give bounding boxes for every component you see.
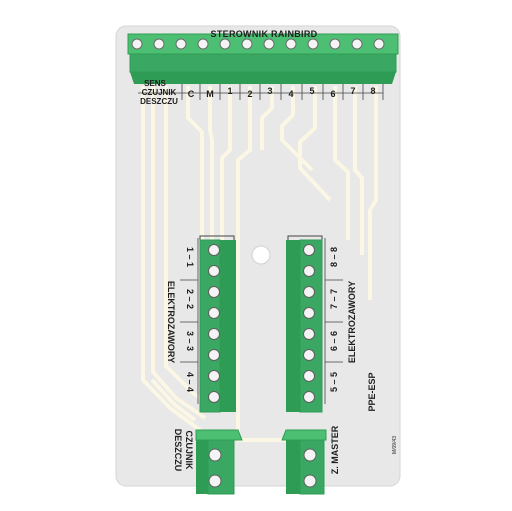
right-pin-labels: 5 – 5 6 – 6 7 – 7 8 – 8 ELEKTROZAWORY	[324, 238, 357, 404]
top-pin-5: 5	[309, 86, 314, 96]
master-valve-label: Z. MASTER	[330, 425, 340, 474]
bottom-left-labels: CZUJNIK DESZCZU	[173, 429, 194, 472]
board-title: STEROWNIK RAINBIRD	[211, 29, 318, 39]
sens-label: SENS	[144, 79, 166, 88]
top-terminal-block: STEROWNIK RAINBIRD	[127, 29, 399, 84]
top-pin-4: 4	[288, 89, 293, 99]
top-pin-m: M	[206, 89, 214, 99]
right-terminal-block	[286, 235, 323, 413]
left-block-label: ELEKTROZAWORY	[166, 281, 176, 363]
mounting-hole	[251, 245, 271, 265]
top-pin-7: 7	[350, 86, 355, 96]
board-model: PPE-ESP	[367, 372, 377, 411]
left-pin-1: 1 – 1	[185, 247, 195, 267]
top-pin-6: 6	[330, 89, 335, 99]
left-pin-4: 4 – 4	[185, 372, 195, 392]
sensor-label-line-1: CZUJNIK	[142, 88, 177, 97]
top-pin-c: C	[188, 89, 195, 99]
right-block-label: ELEKTROZAWORY	[347, 281, 357, 363]
top-pin-labels: SENS CZUJNIK DESZCZU C M 1 2 3 4 5 6 7 8	[138, 79, 384, 106]
board-revision: M/09/43	[392, 436, 398, 454]
top-screws	[131, 38, 385, 50]
pcb-traces	[141, 86, 378, 442]
right-pin-6: 6 – 6	[329, 331, 339, 351]
top-pin-2: 2	[247, 89, 252, 99]
right-pin-8: 8 – 8	[329, 247, 339, 267]
right-pin-5: 5 – 5	[329, 372, 339, 392]
right-pin-7: 7 – 7	[329, 289, 339, 309]
bottom-left-label-line-1: CZUJNIK	[184, 430, 194, 470]
left-pin-2: 2 – 2	[185, 289, 195, 309]
sensor-label-line-2: DESZCZU	[140, 97, 178, 106]
left-pin-3: 3 – 3	[185, 331, 195, 351]
bottom-left-label-line-2: DESZCZU	[173, 429, 183, 472]
bottom-right-connector	[281, 429, 327, 495]
left-pin-labels: 1 – 1 2 – 2 3 – 3 4 – 4 ELEKTROZAWORY	[166, 238, 199, 404]
top-pin-3: 3	[267, 86, 272, 96]
bottom-left-connector	[195, 429, 243, 495]
left-terminal-block	[199, 235, 236, 413]
top-pin-1: 1	[227, 86, 232, 96]
top-pin-8: 8	[370, 86, 375, 96]
